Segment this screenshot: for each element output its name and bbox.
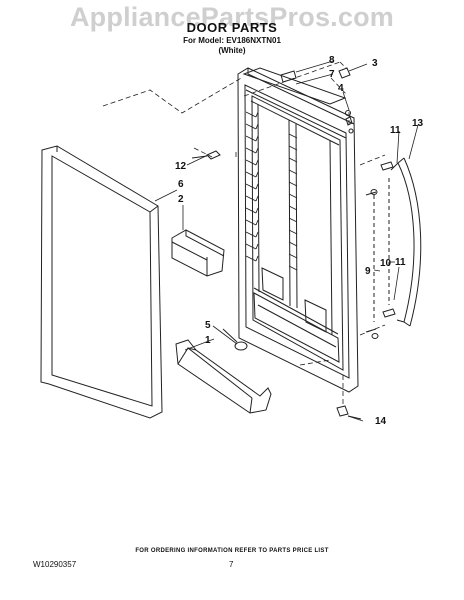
color-line: (White) <box>218 46 246 55</box>
page-number: 7 <box>229 560 234 569</box>
shelf-ribs-middle <box>288 133 298 271</box>
handle-mount-hardware <box>365 161 396 339</box>
shelf-ribs-left <box>245 111 259 262</box>
callout-12: 12 <box>175 161 187 172</box>
door-handle <box>390 157 422 327</box>
callout-11-bottom: 11 <box>395 257 406 268</box>
door-rail <box>175 339 272 414</box>
callout-7: 7 <box>329 69 335 80</box>
door-gasket <box>40 145 163 419</box>
callout-1: 1 <box>205 335 211 346</box>
callout-11-top: 11 <box>390 125 401 136</box>
leader-lines <box>154 60 419 422</box>
part-5 <box>222 328 248 351</box>
page-title: DOOR PARTS <box>186 20 278 35</box>
ordering-note: FOR ORDERING INFORMATION REFER TO PARTS … <box>135 548 329 554</box>
callout-9: 9 <box>365 266 371 277</box>
document-number: W10290357 <box>33 560 77 569</box>
callout-2: 2 <box>178 194 184 205</box>
callout-6: 6 <box>178 179 184 190</box>
door-bin <box>171 229 225 277</box>
bottom-hinge <box>336 405 362 420</box>
callout-8: 8 <box>329 55 335 66</box>
callout-4: 4 <box>338 83 344 94</box>
watermark: AppliancePartsPros.com <box>69 2 394 32</box>
callout-3: 3 <box>372 58 378 69</box>
bracket-part-12 <box>191 150 221 160</box>
callout-10: 10 <box>380 258 392 269</box>
door-shell <box>237 67 359 393</box>
callout-13: 13 <box>412 118 424 129</box>
callout-5: 5 <box>205 320 211 331</box>
callout-14: 14 <box>375 416 387 427</box>
model-line: For Model: EV186NXTN01 <box>183 36 281 45</box>
